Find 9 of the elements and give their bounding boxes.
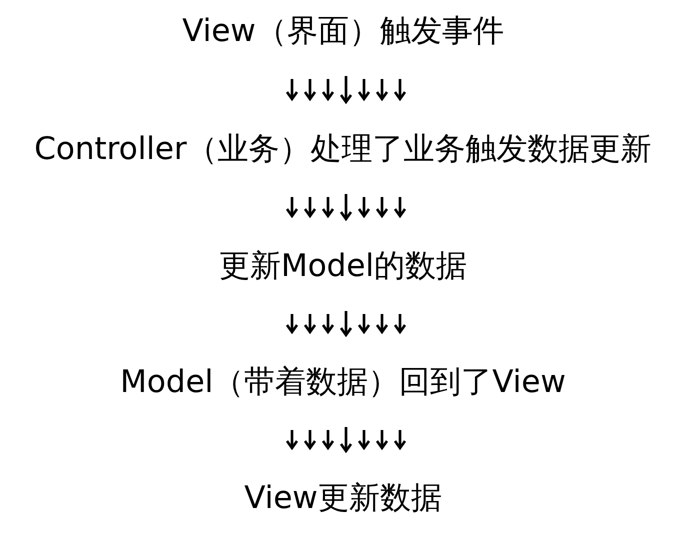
- down-arrow: [340, 311, 352, 336]
- step-text: Model（带着数据）回到了View: [120, 362, 566, 401]
- down-arrow: [340, 194, 352, 220]
- step-text: View（界面）触发事件: [182, 12, 504, 50]
- step-text: 更新Model的数据: [218, 246, 468, 285]
- down-arrow: [340, 427, 352, 452]
- step-text: View更新数据: [244, 478, 442, 517]
- down-arrow: [340, 76, 352, 104]
- step-text: Controller（业务）处理了业务触发数据更新: [34, 130, 652, 168]
